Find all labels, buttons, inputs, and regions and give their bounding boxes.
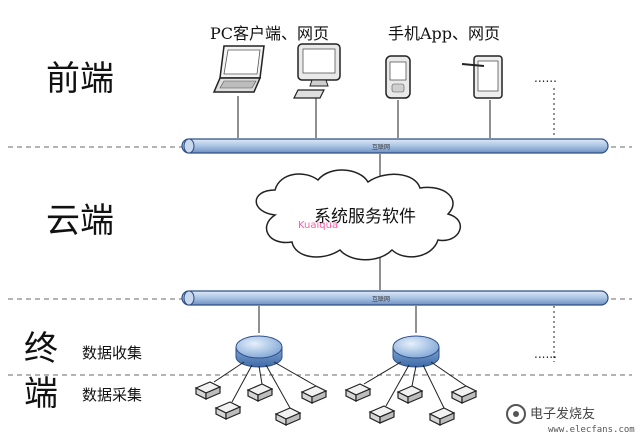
layer-label-terminal-2: 端 bbox=[24, 374, 58, 414]
sublabel-data-acquire: 数据采集 bbox=[82, 386, 142, 404]
layer-label-terminal: 终 bbox=[24, 329, 58, 369]
router-icon-left bbox=[235, 335, 283, 368]
ellipsis-terminal: ...... bbox=[534, 347, 557, 361]
layer-label-cloud: 云端 bbox=[46, 201, 114, 241]
sensor-device-icon bbox=[214, 401, 242, 420]
router-icon-right bbox=[392, 335, 440, 368]
logo-mark-icon bbox=[506, 404, 526, 424]
sensor-device-icon bbox=[428, 407, 456, 426]
sensor-device-icon bbox=[344, 383, 372, 402]
sensor-device-icon bbox=[300, 385, 328, 404]
sensor-devices bbox=[194, 381, 478, 426]
sensor-device-icon bbox=[396, 385, 424, 404]
cloud-label: 系统服务软件 bbox=[314, 207, 416, 227]
laptop-icon bbox=[212, 45, 265, 93]
caption-pc: PC客户端、网页 bbox=[210, 24, 329, 43]
ellipsis-frontend: ...... bbox=[534, 71, 557, 85]
cloud-shape: 系统服务软件 Kuaiqua bbox=[255, 169, 461, 261]
sensor-device-icon bbox=[368, 405, 396, 424]
sensor-connectors bbox=[213, 361, 467, 409]
internet-bus-bottom: 互联网 bbox=[181, 290, 609, 306]
bus-label-top: 互联网 bbox=[372, 143, 390, 151]
logo-url: www.elecfans.com bbox=[548, 425, 635, 435]
layer-separators bbox=[8, 146, 632, 376]
sensor-device-icon bbox=[450, 385, 478, 404]
sublabel-data-collect: 数据收集 bbox=[82, 344, 142, 362]
watermark-text: Kuaiqua bbox=[298, 220, 338, 231]
tablet-icon bbox=[461, 55, 503, 99]
sensor-device-icon bbox=[274, 407, 302, 426]
caption-mobile: 手机App、网页 bbox=[388, 24, 500, 43]
layer-label-frontend: 前端 bbox=[46, 59, 114, 99]
mobile-phone-icon bbox=[385, 55, 411, 99]
sensor-device-icon bbox=[194, 381, 222, 400]
frontend-connectors bbox=[237, 88, 555, 362]
elecfans-logo: 电子发烧友 www.elecfans.com bbox=[506, 404, 635, 435]
sensor-device-icon bbox=[246, 383, 274, 402]
bus-label-bottom: 互联网 bbox=[372, 295, 390, 303]
logo-name: 电子发烧友 bbox=[530, 406, 595, 422]
desktop-computer-icon bbox=[293, 43, 341, 99]
internet-bus-top: 互联网 bbox=[181, 138, 609, 154]
